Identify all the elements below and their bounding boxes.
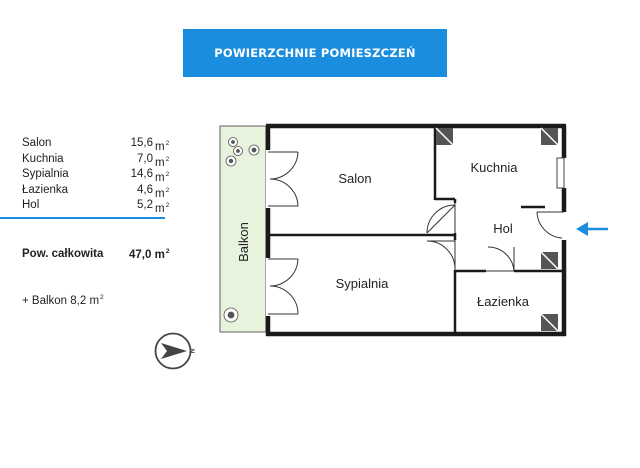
area-row-salon: Salon 15,6 m2 (22, 136, 172, 153)
door-entrance (536, 211, 566, 240)
area-value: 7,0 (137, 152, 153, 165)
room-label-kuchnia: Kuchnia (471, 160, 519, 175)
area-unit: m2 (155, 202, 170, 215)
total-area-value: 47,0 m2 (129, 248, 170, 261)
door-balcony-salon (266, 150, 299, 208)
room-label-hol: Hol (493, 221, 513, 236)
door-salon (426, 203, 456, 234)
page-title-banner: POWIERZCHNIE POMIESZCZEŃ (183, 29, 447, 77)
door-sypialnia (426, 240, 456, 270)
total-area-label: Pow. całkowita (22, 248, 104, 260)
room-label-lazienka: Łazienka (477, 294, 530, 309)
area-row-lazienka: Łazienka 4,6 m2 (22, 183, 172, 200)
area-value: 15,6 (130, 137, 153, 149)
entrance-arrow-icon (576, 222, 608, 236)
area-row-hol: Hol 5,2 m2 (22, 198, 172, 215)
ventilation-shaft (540, 251, 559, 270)
area-row-sypialnia: Sypialnia 14,6 m2 (22, 167, 172, 184)
area-value: 5,2 (137, 199, 153, 211)
room-label-sypialnia: Sypialnia (336, 276, 390, 291)
area-value: 14,6 (130, 168, 153, 180)
divider-line (0, 217, 165, 219)
area-name: Sypialnia (22, 168, 69, 180)
area-unit: m2 (155, 171, 170, 184)
area-name: Salon (22, 137, 52, 149)
balcony-area-note: + Balkon 8,2 m2 (22, 294, 104, 307)
area-row-kuchnia: Kuchnia 7,0 m2 (22, 152, 172, 169)
compass-icon: N (154, 332, 195, 370)
area-name: Kuchnia (22, 152, 64, 165)
interior-walls (268, 126, 564, 334)
plant-icon (223, 307, 239, 323)
plant-icon (233, 146, 243, 156)
outer-walls (265, 123, 567, 337)
window (556, 157, 565, 189)
area-unit: m2 (155, 140, 170, 153)
plant-icon (248, 144, 260, 156)
ventilation-shaft (540, 127, 559, 146)
ventilation-shaft (435, 127, 454, 146)
compass-north-label: N (188, 349, 195, 354)
door-balcony-sypialnia (266, 258, 299, 316)
page-title: POWIERZCHNIE POMIESZCZEŃ (214, 46, 416, 60)
area-unit: m2 (155, 186, 170, 200)
ventilation-shaft (540, 313, 559, 332)
area-name: Łazienka (22, 183, 69, 196)
room-label-salon: Salon (338, 171, 371, 186)
plant-icon (225, 155, 237, 167)
area-value: 4,6 (137, 183, 153, 196)
area-list: Salon 15,6 m2 Kuchnia 7,0 m2 Sypialnia 1… (22, 136, 172, 215)
room-label-balkon: Balkon (236, 222, 251, 262)
area-name: Hol (22, 199, 40, 211)
plant-icon (228, 137, 238, 147)
door-lazienka (486, 246, 515, 272)
area-unit: m2 (155, 155, 170, 169)
